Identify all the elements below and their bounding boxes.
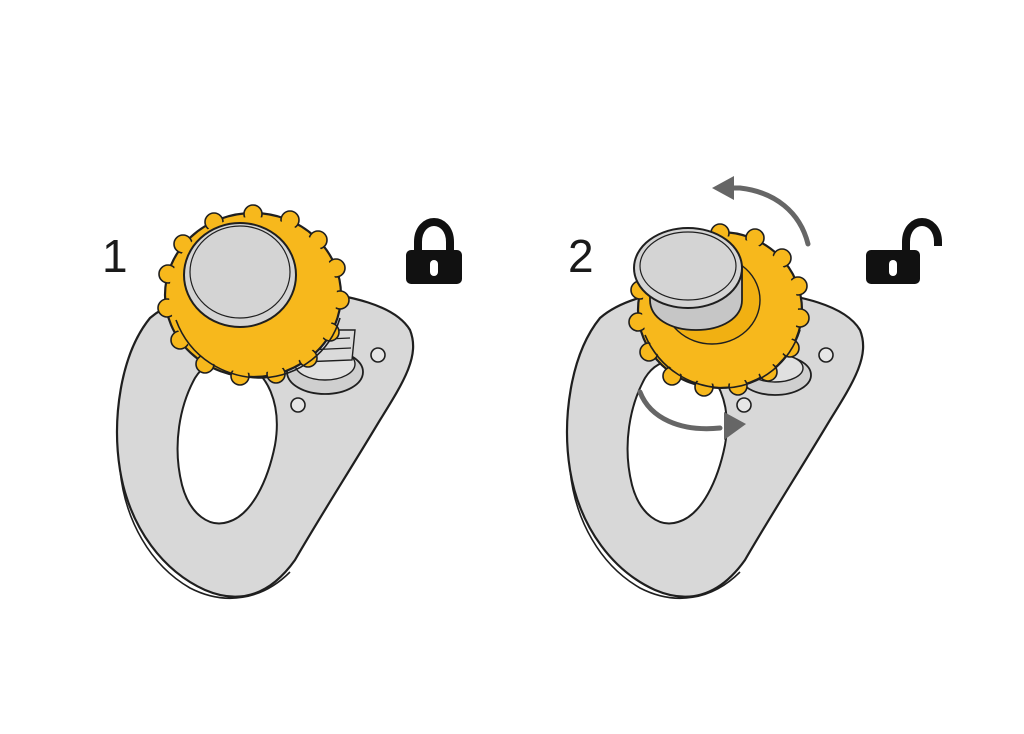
step-1-number: 1 <box>102 230 128 282</box>
step-2-number: 2 <box>568 230 594 282</box>
rotate-arrow-bottom-icon <box>637 389 746 440</box>
rotate-arrow-top-icon <box>712 176 811 247</box>
lock-open-icon <box>866 217 942 284</box>
step-1-figure <box>115 204 462 600</box>
step-2-figure <box>565 176 942 600</box>
hanger-plate-2 <box>565 287 865 600</box>
yellow-knob-2 <box>628 223 810 397</box>
lock-closed-icon <box>406 217 462 284</box>
yellow-knob-1 <box>157 204 350 386</box>
